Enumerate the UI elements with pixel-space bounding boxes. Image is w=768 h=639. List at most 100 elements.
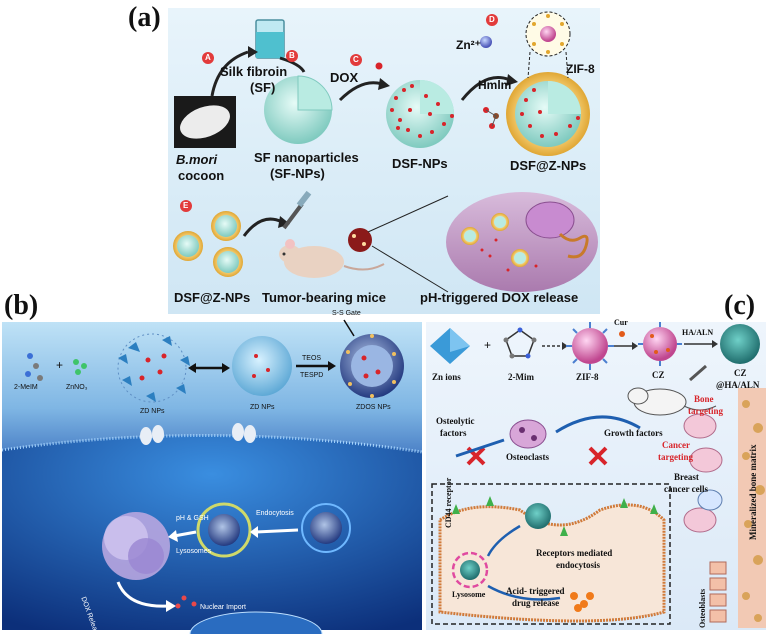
silk-fibroin-label: Silk fibroin <box>220 64 288 79</box>
osteolytic2-label: factors <box>440 428 467 438</box>
osteoclast-cell <box>509 419 547 449</box>
zif8-c-label: ZIF-8 <box>576 372 599 382</box>
zd-sphere-dots <box>252 354 270 378</box>
cz-ha-particle <box>720 324 760 364</box>
membrane-edge <box>1 433 423 454</box>
receptor1-label: Receptors mediated <box>536 548 613 558</box>
cancer1-label: Cancer <box>662 440 690 450</box>
arrow-a4-head <box>506 74 518 86</box>
hmim-molecule <box>483 107 499 129</box>
plus-b: + <box>56 358 64 372</box>
cocoon-label: cocoon <box>178 168 225 183</box>
bone1-label: Bone <box>694 394 714 404</box>
dox-label: DOX <box>330 70 359 85</box>
step-a-badge: A <box>205 53 211 62</box>
panel-b-label: (b) <box>4 290 39 321</box>
osteoclasts-label: Osteoclasts <box>506 452 549 462</box>
bone2-label: targeting <box>688 406 723 416</box>
mim-ring <box>503 327 537 359</box>
released-dox <box>175 595 197 609</box>
np-binding <box>525 503 551 529</box>
block-x-2 <box>588 446 608 466</box>
breast2-label: cancer cells <box>664 484 709 494</box>
breast-cancer-cells <box>683 413 723 533</box>
cd44-label: CD44 receptor <box>444 477 453 528</box>
zno-dots <box>73 359 87 375</box>
arrow-a4 <box>460 76 511 101</box>
arrow-growth <box>555 415 641 434</box>
beaker-icon <box>255 19 285 59</box>
melm-molecule <box>25 353 43 381</box>
arrow-a1 <box>210 50 249 97</box>
cd44-receptors <box>452 496 658 536</box>
mouse-illustration <box>279 190 385 278</box>
lysosome-vesicle <box>196 502 252 558</box>
endocytosis-vesicle <box>301 503 351 553</box>
arrow-b4 <box>173 530 197 538</box>
arrow-endocytosis-c <box>486 524 521 557</box>
dsf-np-label: DSF-NPs <box>392 156 448 171</box>
arrow-a3 <box>338 81 383 102</box>
arrow-a3-head <box>378 78 390 90</box>
step-badges <box>180 14 498 212</box>
ph-gsh-label: pH & GSH <box>176 515 209 522</box>
lysosome-b-label: Lysosomes <box>176 548 212 555</box>
zn-pyramid <box>430 328 470 364</box>
acid2-label: drug release <box>512 598 560 608</box>
tumor-ball <box>348 195 449 293</box>
arrow-b5 <box>116 581 169 608</box>
lysosome-cloud <box>102 512 170 580</box>
osteolytic1-label: Osteolytic <box>436 416 475 426</box>
mim-label: 2-Mim <box>508 372 534 382</box>
zn-ion <box>480 36 492 48</box>
osteoblasts-label: Osteoblasts <box>698 588 707 628</box>
dox-dot <box>375 62 383 70</box>
lysosome-ring <box>451 551 489 589</box>
lysosome-c-label: Lysosome <box>452 590 486 599</box>
step-e-badge: E <box>183 201 189 210</box>
mouse-c <box>627 364 717 416</box>
mice-label: Tumor-bearing mice <box>262 290 387 305</box>
growth-label: Growth factors <box>604 428 663 438</box>
panel-a-label: (a) <box>128 2 161 33</box>
zdos-sphere <box>340 319 404 398</box>
tespd-label: TESPD <box>300 372 324 379</box>
zif8-label: ZIF-8 <box>566 62 595 76</box>
cur-dot <box>619 331 625 337</box>
plus-c: + <box>484 338 492 352</box>
ha-aln-label: HA/ALN <box>682 328 714 337</box>
bmori-label: B.mori <box>176 152 218 167</box>
endocytosis-label: Endocytosis <box>256 510 294 517</box>
arrow-e <box>242 217 283 237</box>
ss-gate-label: S-S Gate <box>332 310 361 317</box>
zn-label: Zn²⁺ <box>456 38 481 52</box>
receptor2-label: endocytosis <box>556 560 601 570</box>
dsfz-nanoparticle <box>506 72 590 156</box>
dsfz-np2-label: DSF@Z-NPs <box>174 290 251 305</box>
lysosome-np <box>460 560 480 580</box>
sf-nanoparticle <box>264 75 333 144</box>
zdos-label: ZDOS NPs <box>356 404 391 411</box>
nucleus <box>189 611 323 634</box>
step-d-badge: D <box>489 15 495 24</box>
zd2-label: ZD NPs <box>250 404 275 411</box>
nuclear-label: Nuclear Import <box>200 604 246 611</box>
cur-label: Cur <box>614 318 628 327</box>
arrow-b3 <box>255 528 299 534</box>
cz-label: CZ <box>652 370 665 380</box>
released-drug <box>570 592 594 612</box>
cz-particle <box>638 322 682 366</box>
step-c-badge: C <box>353 55 359 64</box>
cocoon-image <box>174 96 236 148</box>
zd-lattice <box>117 333 190 403</box>
matrix-label: Mineralized bone matrix <box>748 444 758 540</box>
sf-np-label: SF nanoparticles <box>254 150 359 165</box>
acid1-label: Acid- triggered <box>506 586 565 596</box>
breast1-label: Breast <box>674 472 699 482</box>
sf-label: (SF) <box>250 80 276 95</box>
zd-sphere <box>232 336 292 396</box>
cell-membrane-c <box>438 503 666 623</box>
